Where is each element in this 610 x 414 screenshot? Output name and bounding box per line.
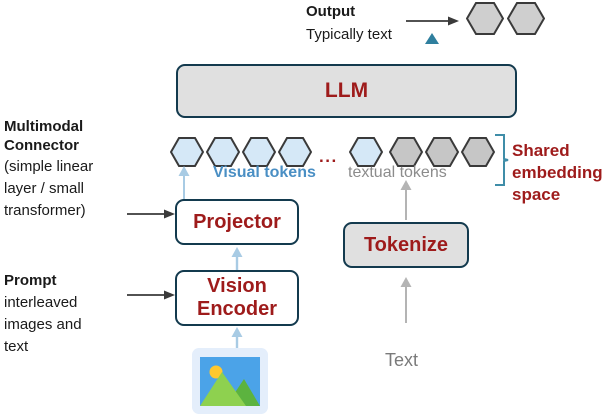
tokenize-label: Tokenize — [363, 233, 449, 256]
tokenize-box[interactable]: Tokenize — [343, 222, 469, 268]
up-triangle-icon — [425, 31, 439, 44]
llm-label: LLM — [324, 78, 369, 102]
vision-encoder-label-line2: Encoder — [196, 298, 278, 320]
visual-token-hexagon — [242, 137, 276, 167]
picture-icon — [192, 348, 268, 414]
output-hexagon — [466, 2, 504, 35]
connector-detail-line1: (simple linear — [4, 158, 94, 175]
text-input-label: Text — [385, 350, 419, 370]
vision-encoder-box[interactable]: Vision Encoder — [175, 270, 299, 326]
visual-token-hexagon — [349, 137, 383, 167]
textual-token-hexagon — [425, 137, 459, 167]
visual-token-hexagon — [278, 137, 312, 167]
output-hexagon — [507, 2, 545, 35]
connector-detail-line3: transformer) — [4, 202, 86, 219]
connector-to-projector-arrow-icon — [127, 206, 176, 219]
encoder-to-projector-arrow-icon — [231, 247, 243, 271]
prompt-detail-line1: interleaved — [4, 294, 78, 311]
output-arrow-icon — [406, 13, 460, 26]
tokenize-to-tokens-arrow-icon — [400, 180, 412, 220]
projector-to-tokens-arrow-icon — [178, 166, 190, 200]
projector-label: Projector — [193, 210, 281, 233]
visual-token-hexagon — [170, 137, 204, 167]
textual-token-hexagon — [389, 137, 423, 167]
shared-space-bracket-icon — [493, 134, 509, 186]
shared-line1: Shared — [512, 141, 570, 160]
vision-encoder-label-line1: Vision — [207, 275, 267, 297]
text-to-tokenize-arrow-icon — [400, 277, 412, 323]
connector-detail-line2: layer / small — [4, 180, 85, 197]
visual-token-hexagon — [206, 137, 240, 167]
connector-title-line2: Connector — [4, 137, 79, 154]
token-ellipsis: ... — [319, 147, 338, 166]
shared-line3: space — [512, 185, 561, 204]
output-label: Output — [306, 3, 356, 20]
output-sublabel: Typically text — [306, 26, 392, 43]
visual-tokens-label: Visual tokens — [213, 164, 316, 181]
textual-token-hexagon — [461, 137, 495, 167]
llm-box[interactable]: LLM — [176, 64, 517, 118]
prompt-detail-line3: text — [4, 338, 29, 355]
textual-tokens-label: textual tokens — [348, 164, 447, 181]
prompt-to-encoder-arrow-icon — [127, 287, 176, 300]
prompt-title: Prompt — [4, 272, 57, 289]
connector-title-line1: Multimodal — [4, 118, 84, 135]
shared-line2: embedding — [512, 163, 603, 182]
prompt-detail-line2: images and — [4, 316, 82, 333]
projector-box[interactable]: Projector — [175, 199, 299, 245]
